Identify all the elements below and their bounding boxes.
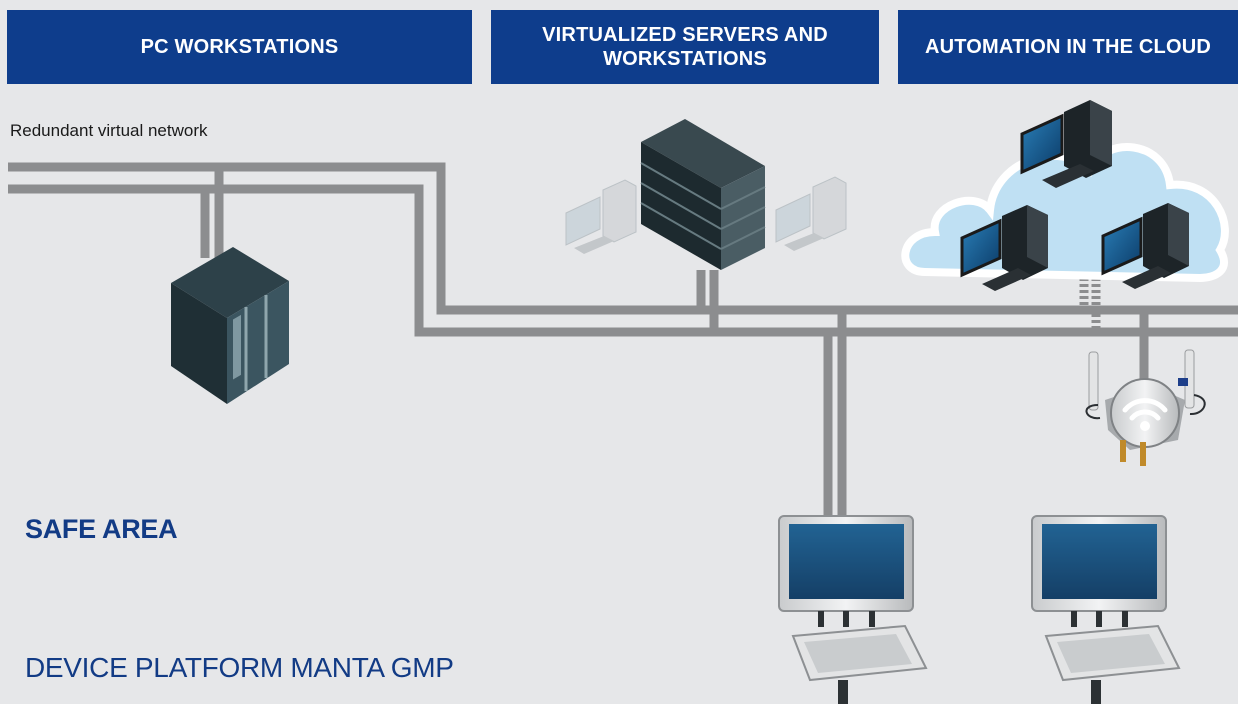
header-pc-workstations: PC WORKSTATIONS bbox=[7, 10, 472, 84]
panel-pc-icon bbox=[1031, 515, 1167, 627]
desktop-pc-icon bbox=[1101, 203, 1189, 289]
desktop-pc-icon bbox=[960, 205, 1048, 291]
desktop-pc-icon bbox=[1020, 100, 1112, 188]
header-virtualized-servers-text: VIRTUALIZED SERVERS AND WORKSTATIONS bbox=[542, 24, 828, 70]
device-platform-label: DEVICE PLATFORM MANTA GMP bbox=[25, 652, 454, 683]
desktop-pc-icon bbox=[565, 179, 637, 254]
server-rack-icon bbox=[640, 119, 766, 270]
network-label: Redundant virtual network bbox=[10, 121, 208, 140]
panel-pc-icon bbox=[778, 515, 914, 627]
wireless-gateway-icon bbox=[1085, 349, 1206, 466]
header-virtualized-servers: VIRTUALIZED SERVERS AND WORKSTATIONS bbox=[491, 10, 879, 84]
header-pc-workstations-text: PC WORKSTATIONS bbox=[140, 36, 339, 58]
keyboard-icon bbox=[791, 624, 928, 704]
safe-area-label: SAFE AREA bbox=[25, 514, 178, 544]
header-automation-cloud: AUTOMATION IN THE CLOUD bbox=[898, 10, 1238, 84]
header-automation-cloud-text: AUTOMATION IN THE CLOUD bbox=[924, 36, 1212, 58]
desktop-pc-icon bbox=[775, 176, 847, 251]
keyboard-icon bbox=[1044, 624, 1181, 704]
server-cabinet-icon bbox=[171, 247, 289, 404]
